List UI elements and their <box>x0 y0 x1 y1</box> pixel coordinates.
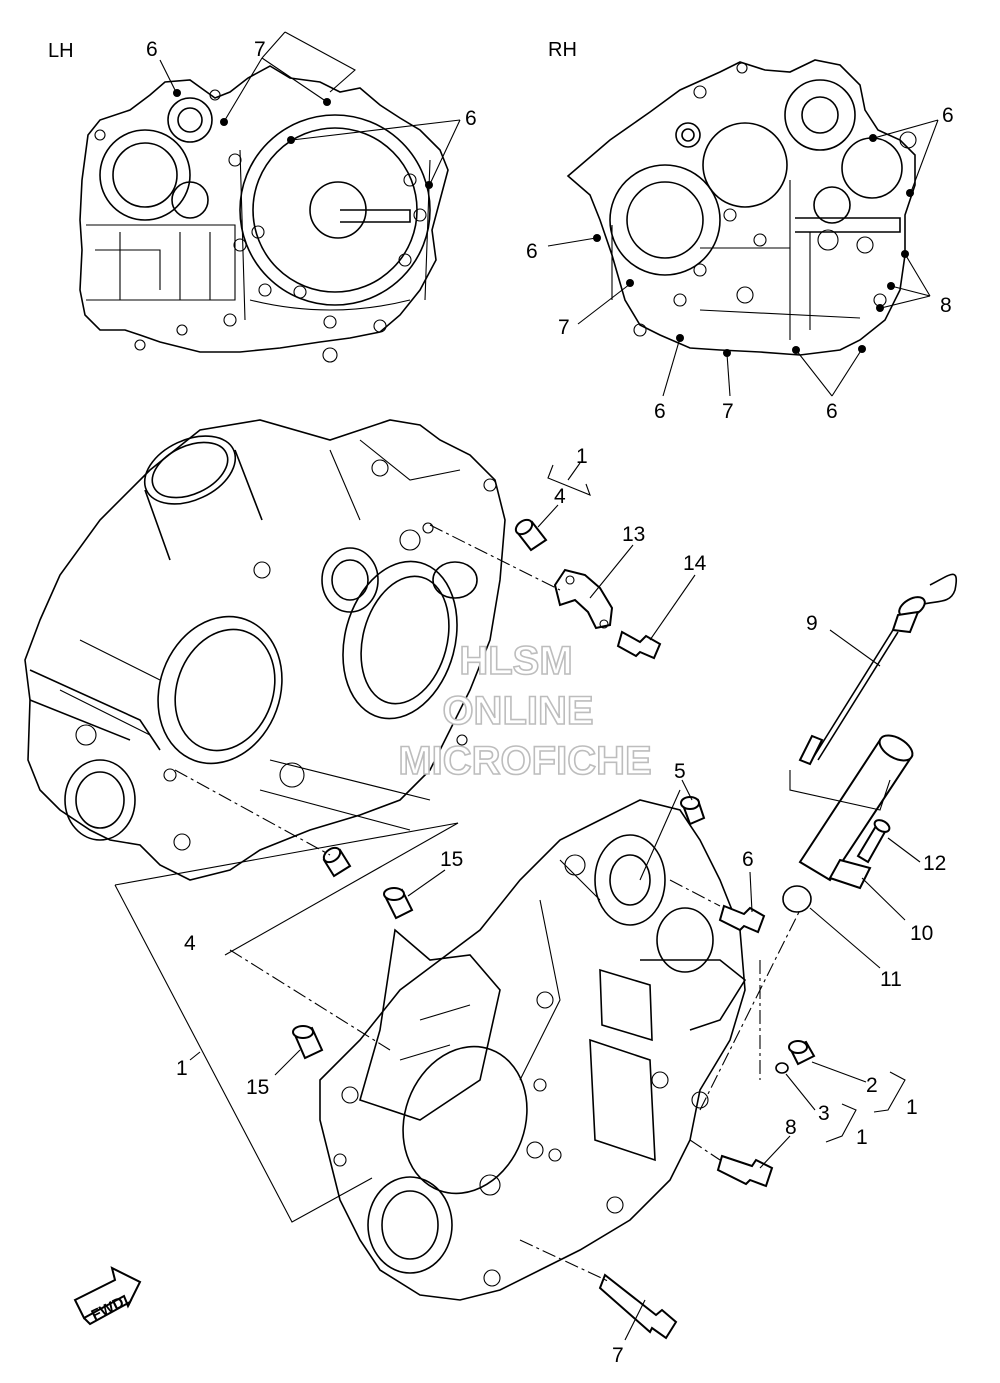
lh-crankcase-view: LH 6 7 6 <box>48 31 477 363</box>
callout-leaders <box>114 462 921 1341</box>
gasket-3 <box>775 1062 789 1074</box>
watermark-line-3: MICROFICHE <box>398 739 651 783</box>
callout-lh-7: 7 <box>254 38 266 61</box>
callout-rh-6d: 6 <box>826 400 838 423</box>
callout-main-10: 10 <box>910 922 933 945</box>
oil-dipstick <box>798 573 957 766</box>
callout-main-1b: 1 <box>176 1057 188 1080</box>
alignment-lines <box>174 524 801 1283</box>
callout-main-15a: 15 <box>440 848 463 871</box>
callout-rh-8: 8 <box>940 294 952 317</box>
lh-label: LH <box>48 40 74 62</box>
callout-main-3: 3 <box>818 1102 830 1125</box>
callout-rh-6b: 6 <box>526 240 538 263</box>
watermark: HLSM ONLINE MICROFICHE <box>398 638 653 784</box>
oil-filler-tube <box>798 734 914 890</box>
callout-main-12: 12 <box>923 852 946 875</box>
callout-main-2: 2 <box>866 1074 878 1097</box>
forward-arrow-icon: FWD <box>73 1266 142 1326</box>
callout-lh-6a: 6 <box>146 38 158 61</box>
callout-main-15b: 15 <box>246 1076 269 1099</box>
bolt-8 <box>716 1154 774 1188</box>
callout-main-4b: 4 <box>184 932 196 955</box>
main-callouts: 1 4 13 14 9 5 6 15 12 10 4 11 1 15 2 1 3… <box>176 445 946 1367</box>
callout-rh-6c: 6 <box>654 400 666 423</box>
crankcase-left-half <box>24 419 506 881</box>
callout-main-13: 13 <box>622 523 645 546</box>
watermark-line-2: ONLINE <box>442 689 593 733</box>
callout-rh-7a: 7 <box>558 316 570 339</box>
callout-main-9: 9 <box>806 612 818 635</box>
bolt-7 <box>598 1273 678 1340</box>
callout-main-1c: 1 <box>906 1096 918 1119</box>
callout-lh-6b: 6 <box>465 107 477 130</box>
callout-main-11: 11 <box>880 968 902 991</box>
bolt-14 <box>616 630 662 660</box>
watermark-line-1: HLSM <box>459 639 572 683</box>
callout-main-8: 8 <box>785 1116 797 1139</box>
rh-crankcase-view: RH 6 6 7 8 6 7 6 <box>526 39 954 423</box>
callout-main-14: 14 <box>683 552 707 575</box>
callout-rh-7b: 7 <box>722 400 734 423</box>
callout-main-7: 7 <box>612 1344 624 1367</box>
callout-main-6: 6 <box>742 848 754 871</box>
rh-label: RH <box>548 39 577 61</box>
callout-main-5: 5 <box>674 760 686 783</box>
small-parts <box>292 518 957 1340</box>
crankcase-right-half <box>319 799 747 1301</box>
callout-main-1d: 1 <box>856 1126 868 1149</box>
bracket <box>553 568 614 630</box>
callout-main-4a: 4 <box>554 485 566 508</box>
callout-rh-6a: 6 <box>942 104 954 127</box>
o-ring-11 <box>782 885 812 913</box>
bolt-6 <box>718 904 766 934</box>
callout-main-1a: 1 <box>576 445 588 468</box>
